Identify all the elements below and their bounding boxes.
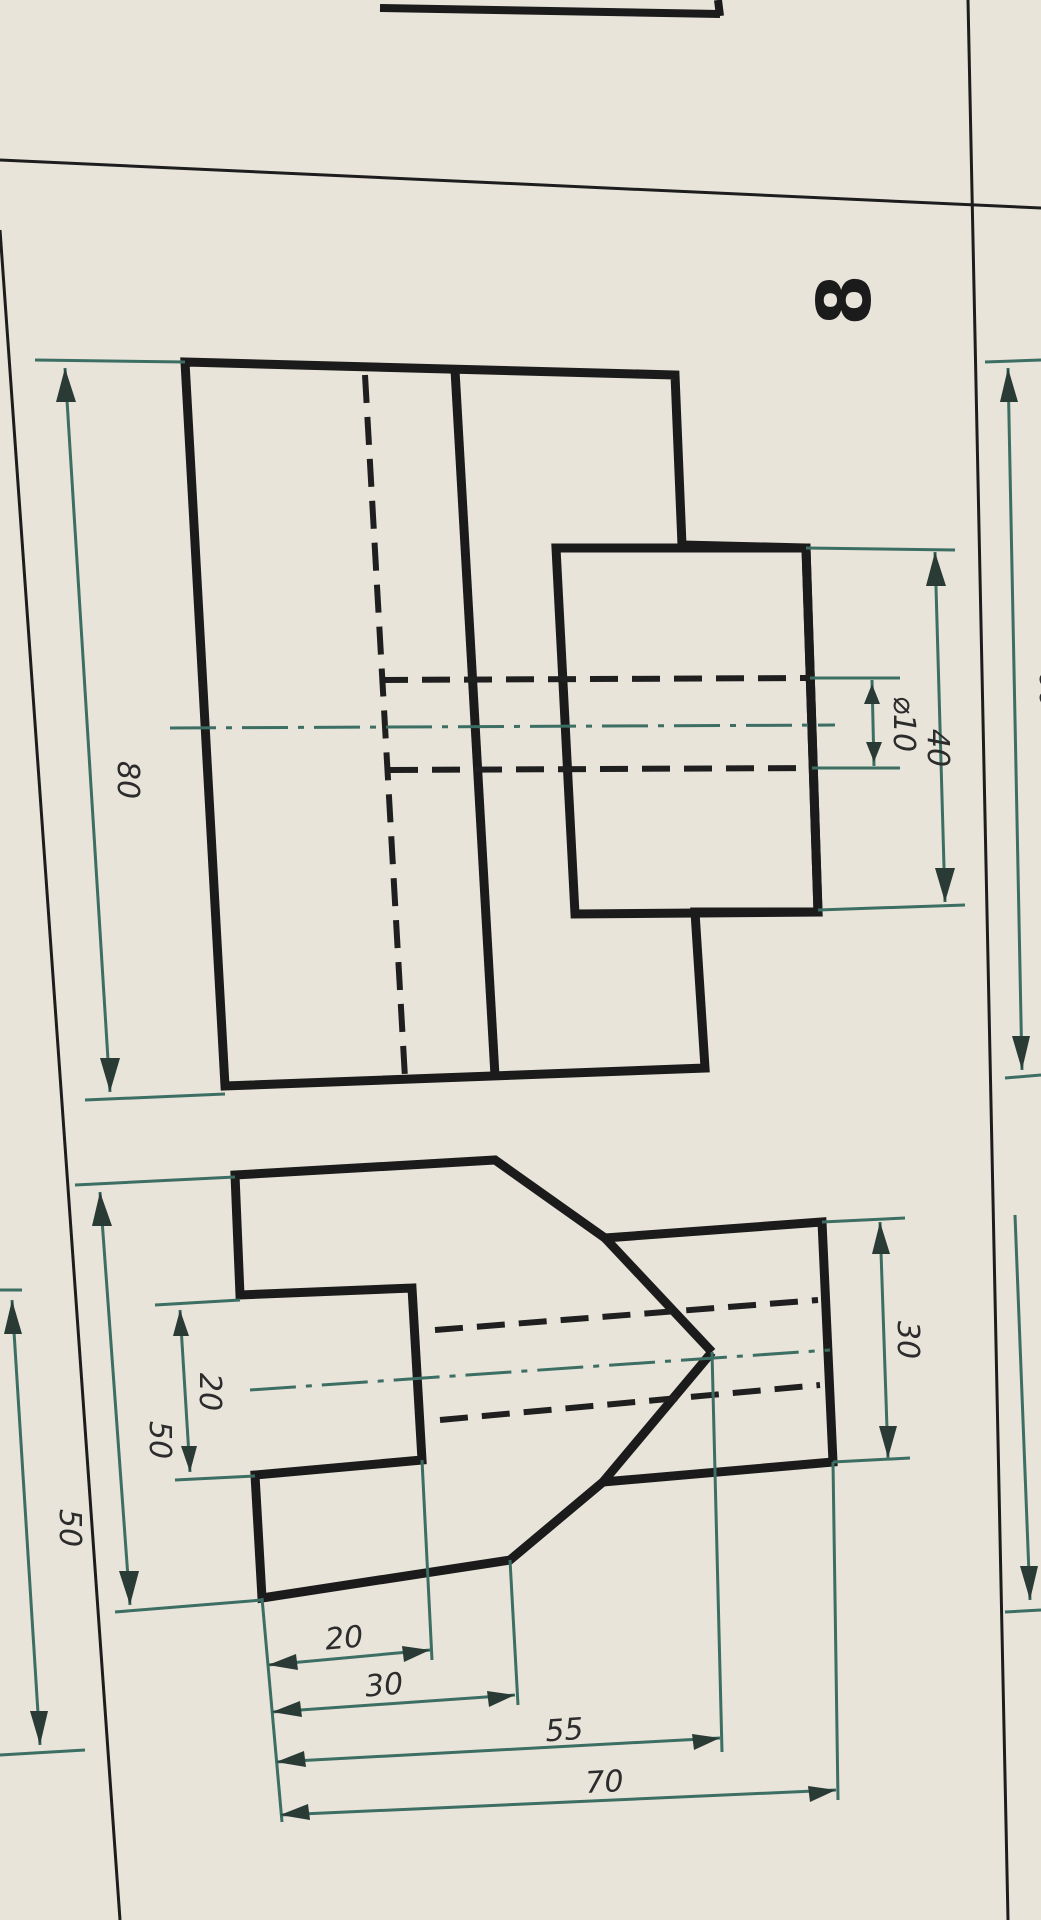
dim-40-line <box>933 551 947 903</box>
dim-40-ext-bottom <box>817 903 966 912</box>
neighbor-right-arrow-top <box>1000 368 1018 402</box>
dim-55-arrow-left <box>276 1751 306 1767</box>
neighbor-right-ext-bottom <box>1004 1073 1041 1080</box>
neighbor-right-ext-top <box>984 358 1041 364</box>
neighbor-right-label: 60 <box>1032 671 1041 709</box>
dim-30-line <box>878 1221 890 1459</box>
dim-30-arrow-top <box>872 1222 890 1254</box>
neighbor-left-arrow-bottom <box>30 1711 48 1745</box>
frame-left-line <box>0 229 122 1920</box>
dim-30b-arrow-left <box>272 1701 302 1717</box>
dim-40-arrow-top <box>926 552 946 586</box>
dim-slot-arrow-bottom <box>181 1446 197 1472</box>
front-hidden-line-hole-top <box>379 675 811 683</box>
dim-slot-arrow-top <box>173 1310 189 1336</box>
top-view: 50 20 30 20 30 55 7 <box>74 1155 925 1823</box>
dim-hole-arrow-top <box>864 684 880 704</box>
neighbor-right-lower-line <box>1013 1214 1032 1601</box>
dim-70-line <box>279 1788 837 1817</box>
dim-40-ext-top <box>805 546 956 552</box>
dim-30-ext-bottom <box>832 1456 911 1464</box>
neighbor-right-arrow-bottom <box>1012 1036 1030 1070</box>
neighbor-right-lower-ext <box>1004 1608 1041 1614</box>
dim-30b-arrow-right <box>487 1691 515 1707</box>
neighbor-right-fragment: 60 <box>984 358 1041 1614</box>
front-view: 80 40 ⌀10 <box>34 357 966 1102</box>
dim-40-label: 40 <box>920 729 955 767</box>
top-view-outline <box>230 1155 838 1604</box>
dim-80-ext-top <box>34 358 186 364</box>
front-view-outline <box>180 357 823 1091</box>
top-hidden-line-upper <box>434 1297 819 1333</box>
neighbor-left-ext-bottom <box>0 1748 86 1757</box>
dim-hole-label: ⌀10 <box>886 696 921 752</box>
dim-slot-ext-bottom <box>174 1474 256 1482</box>
dim-80-line <box>63 367 112 1093</box>
dim-50-ext-bottom <box>114 1598 263 1614</box>
dim-bottom-base-ext <box>260 1597 284 1823</box>
dim-55-ext <box>710 1351 724 1753</box>
front-hidden-line-hole-bottom <box>389 765 813 773</box>
previous-frame-corner <box>714 0 724 17</box>
top-center-line <box>249 1348 831 1392</box>
dim-80-ext-bottom <box>84 1092 226 1102</box>
dim-55-arrow-right <box>692 1734 720 1750</box>
dim-20-arrow-left <box>268 1654 298 1670</box>
dim-30-arrow-bottom <box>879 1426 897 1458</box>
dim-50-arrow-top <box>92 1192 112 1226</box>
dim-20-ext <box>420 1459 434 1661</box>
front-view-edge-line <box>450 369 500 1077</box>
problem-number: 8 <box>802 274 888 326</box>
dim-50-ext-top <box>74 1175 236 1187</box>
dim-hole-arrow-bottom <box>866 742 882 762</box>
dim-70-ext <box>831 1461 840 1801</box>
dim-80-label: 80 <box>110 761 145 799</box>
previous-frame-edge <box>379 4 721 18</box>
dim-30-ext-top <box>821 1216 906 1224</box>
front-view-boss <box>551 543 823 919</box>
neighbor-left-arrow-top <box>4 1300 22 1334</box>
dim-20-label: 20 <box>324 1619 365 1657</box>
neighbor-left-dim-line <box>10 1299 42 1746</box>
dim-30b-line <box>271 1693 516 1714</box>
frame-top-line <box>0 158 1041 210</box>
dim-80-arrow-top <box>56 368 76 402</box>
dim-70-arrow-right <box>808 1786 836 1802</box>
front-center-line <box>169 723 836 730</box>
front-hidden-line-vertical <box>362 374 408 1079</box>
dim-50-label: 50 <box>142 1421 177 1459</box>
dim-slot-ext-top <box>154 1298 241 1307</box>
frame-right-line <box>966 0 1010 1920</box>
neighbor-left-fragment: 50 <box>0 1288 87 1757</box>
dim-20-arrow-right <box>402 1646 430 1662</box>
dim-30b-ext <box>508 1559 520 1706</box>
dim-55-line <box>275 1736 721 1764</box>
dim-50-arrow-bottom <box>119 1571 139 1605</box>
dim-50-line <box>98 1191 132 1606</box>
dim-80-arrow-bottom <box>100 1058 120 1092</box>
neighbor-right-dim-line <box>1006 367 1024 1071</box>
top-view-chamfer-upper <box>601 1234 716 1356</box>
dim-70-arrow-left <box>280 1804 310 1820</box>
dim-30b-label: 30 <box>364 1666 405 1704</box>
dim-slot-label: 20 <box>192 1373 227 1411</box>
top-view-chamfer-lower <box>599 1349 716 1485</box>
neighbor-right-lower-arrow <box>1020 1566 1038 1600</box>
dim-40-arrow-bottom <box>935 868 955 902</box>
dim-30-label: 30 <box>890 1321 925 1359</box>
dim-slot-line <box>178 1309 192 1473</box>
dim-70-label: 70 <box>585 1764 625 1801</box>
dim-55-label: 55 <box>544 1712 585 1750</box>
top-hidden-line-lower <box>439 1382 821 1423</box>
neighbor-left-label: 50 <box>52 1509 87 1547</box>
